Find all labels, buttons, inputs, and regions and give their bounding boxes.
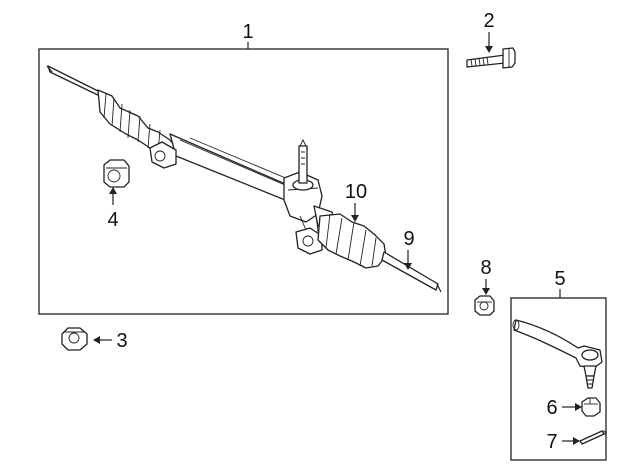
callout-4: 4 — [107, 209, 118, 231]
input-shaft — [298, 145, 308, 184]
cotter-pin — [579, 430, 606, 445]
callout-1: 1 — [242, 21, 253, 43]
tie-rod-end-frame — [510, 297, 607, 461]
right-tie-rod — [381, 251, 439, 291]
bolt — [466, 47, 516, 69]
arrow-3 — [93, 336, 100, 344]
lower-mount — [295, 227, 323, 255]
callout-9: 9 — [403, 228, 414, 250]
tie-rod-end — [512, 319, 603, 389]
callout-7: 7 — [546, 431, 557, 453]
mounting-bracket — [149, 141, 177, 169]
nut-4 — [103, 159, 130, 188]
steering-rack — [46, 65, 442, 293]
arrow-4 — [109, 187, 117, 194]
arrow-8 — [482, 288, 490, 295]
callout-5: 5 — [554, 268, 565, 290]
steering-gear-assembly-frame — [38, 48, 449, 315]
callout-10: 10 — [345, 181, 367, 203]
callout-2: 2 — [483, 10, 494, 32]
left-tie-rod — [47, 65, 103, 98]
callout-3: 3 — [116, 330, 127, 352]
arrow-10 — [351, 215, 359, 222]
rack-housing — [169, 133, 301, 207]
arrow-6 — [575, 403, 582, 411]
callout-8: 8 — [480, 257, 491, 279]
arrow-7 — [573, 437, 580, 445]
nut-8 — [474, 295, 495, 316]
right-boot — [317, 213, 387, 269]
arrow-2 — [485, 46, 493, 53]
nut-3 — [61, 327, 88, 351]
nut-6 — [581, 397, 601, 417]
arrow-9 — [404, 263, 412, 270]
callout-6: 6 — [546, 397, 557, 419]
